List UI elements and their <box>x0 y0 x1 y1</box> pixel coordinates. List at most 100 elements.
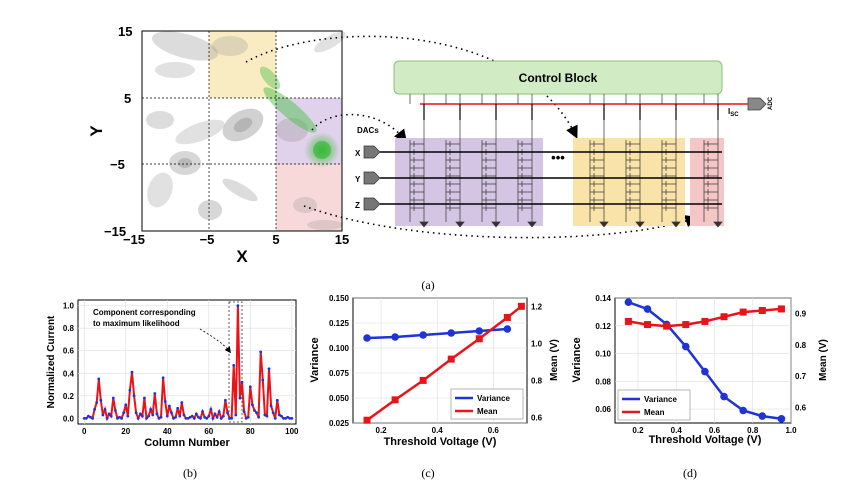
y-tick-label: 0.08 <box>595 377 611 386</box>
data-point <box>777 305 785 313</box>
data-point <box>234 413 238 417</box>
data-point <box>259 350 263 354</box>
data-point <box>178 414 182 418</box>
highlight-box <box>228 301 243 423</box>
adc-icon <box>747 97 767 111</box>
data-point <box>84 416 88 420</box>
input-y-label: Y <box>355 175 361 184</box>
data-point <box>282 416 285 420</box>
data-point <box>447 329 456 337</box>
y-tick-label: 5 <box>124 91 131 106</box>
data-point <box>95 401 99 404</box>
grid-lines <box>142 31 342 231</box>
data-point <box>101 413 105 417</box>
data-point <box>194 412 198 416</box>
data-point <box>286 415 290 419</box>
data-point <box>205 416 209 420</box>
y-tick-label: −5 <box>110 157 125 172</box>
data-point <box>201 410 204 413</box>
legend-label: Variance <box>477 394 510 403</box>
data-point <box>475 335 483 343</box>
x-tick-label: 20 <box>121 427 130 436</box>
ground-icon <box>599 221 609 228</box>
y-tick-label: 0.100 <box>329 344 350 353</box>
red-region <box>276 164 342 231</box>
data-point <box>242 410 246 413</box>
input-lines <box>380 151 722 205</box>
data-point <box>149 407 153 411</box>
y-tick-label: 0.4 <box>63 369 75 378</box>
data-point <box>118 415 121 419</box>
data-point <box>257 415 261 419</box>
data-point <box>701 317 709 325</box>
connector-arrows <box>245 35 699 239</box>
y-tick-label: 0.12 <box>595 322 611 331</box>
data-point <box>213 412 217 416</box>
x-tick-label: 5 <box>272 232 279 247</box>
input-z-label: Z <box>355 201 360 210</box>
ground-icon <box>635 221 645 228</box>
data-point <box>720 392 728 401</box>
annotation-line1: Component corresponding <box>93 308 196 317</box>
data-point <box>109 414 113 418</box>
crossbar-column <box>703 94 723 228</box>
y2-tick-label: 1.0 <box>531 339 543 348</box>
data-point <box>163 400 167 403</box>
ground-icon <box>419 221 429 228</box>
y-tick-label: 0.050 <box>329 394 350 403</box>
series-line <box>366 327 508 340</box>
data-point <box>273 416 277 420</box>
y2-tick-label: 0.6 <box>531 413 543 422</box>
data-point <box>165 414 169 418</box>
data-point <box>209 407 213 411</box>
data-point <box>116 416 119 420</box>
control-block-label: Control Block <box>519 71 598 85</box>
legend-label: Mean <box>644 408 665 417</box>
data-point <box>128 388 132 392</box>
x-tick-label: 0.6 <box>709 426 721 435</box>
data-point <box>157 416 161 420</box>
data-point <box>221 414 225 418</box>
data-point <box>277 413 281 417</box>
data-point <box>280 414 283 418</box>
control-block <box>393 60 723 95</box>
gaussian-contours <box>146 31 346 230</box>
data-point <box>86 414 90 418</box>
data-point <box>130 370 134 374</box>
data-point <box>161 376 165 380</box>
x-tick-label: 0.2 <box>376 426 388 435</box>
data-point <box>246 415 250 419</box>
y-tick-label: −15 <box>104 224 126 239</box>
data-point <box>290 416 294 420</box>
data-point <box>207 414 211 418</box>
y-tick-label: 0.125 <box>329 319 350 328</box>
data-point <box>186 416 190 420</box>
x-tick-label: 80 <box>246 427 255 436</box>
y-axis-label: Variance <box>571 337 583 382</box>
data-point <box>153 392 157 395</box>
caption-d: (d) <box>683 466 697 480</box>
y-tick-label: 0.14 <box>595 294 611 303</box>
data-point <box>138 412 142 416</box>
data-point <box>89 415 92 419</box>
data-point <box>391 396 399 404</box>
y2-tick-label: 0.7 <box>795 372 807 381</box>
data-point <box>758 412 767 420</box>
data-point <box>170 411 173 415</box>
data-point <box>739 406 747 415</box>
y2-tick-label: 1.2 <box>531 302 543 311</box>
data-point <box>174 415 177 419</box>
data-point <box>111 396 115 400</box>
data-point <box>228 416 231 420</box>
data-point <box>217 410 221 413</box>
data-point <box>232 363 236 367</box>
y-tick-label: 0.10 <box>595 350 611 359</box>
data-point <box>624 317 632 325</box>
data-point <box>124 403 128 407</box>
y-tick-label: 0.075 <box>329 369 350 378</box>
ground-icon <box>455 221 465 228</box>
data-point <box>739 308 747 316</box>
